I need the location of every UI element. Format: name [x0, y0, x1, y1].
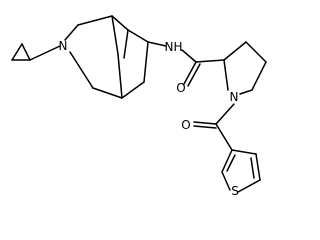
bond-cage-7 — [92, 87, 123, 99]
bond-thiophene-2 — [255, 153, 261, 181]
bond-carbonyl-alpha — [195, 59, 225, 63]
bond-n-acyl — [215, 103, 235, 125]
bond-cage-2 — [77, 15, 113, 26]
atom-s-thiophene: S — [231, 184, 239, 198]
bond-pyrrolidine-4 — [239, 89, 253, 95]
bond-acyl-o-2 — [193, 125, 217, 129]
bond-pyrrolidine-3 — [251, 61, 267, 91]
bond-pyrrolidine-2 — [245, 41, 267, 63]
bond-thiophene-4 — [221, 171, 231, 191]
bond-pyrrolidine-5 — [223, 59, 229, 91]
bond-cage-4 — [127, 29, 149, 43]
bond-thiophene-1 — [231, 149, 257, 155]
bond-acyl-o-1 — [193, 121, 217, 125]
bond-pyrrolidine-1 — [223, 41, 247, 61]
atom-o-ketone: O — [181, 118, 190, 132]
bond-cyclopropyl-3 — [21, 43, 31, 61]
bond-thiophene-5 — [221, 149, 233, 173]
bond-cage-5 — [143, 41, 149, 83]
atom-o-amide: O — [176, 81, 185, 95]
bond-cage-nh — [147, 41, 167, 47]
bond-cage-3 — [111, 15, 129, 31]
bond-nh-carbonyl — [181, 49, 197, 63]
bond-carbonyl-o-1 — [183, 61, 197, 85]
bond-thiophene-5b — [226, 154, 236, 172]
bond-carbonyl-o-2 — [187, 63, 201, 87]
bond-cage-11 — [123, 29, 129, 59]
atom-n-amide: N — [165, 40, 174, 54]
bond-cage-1 — [64, 24, 79, 41]
molecule-structure: N N H O N O S — [11, 15, 267, 198]
bond-cage-10 — [117, 53, 123, 99]
atom-n-ring: N — [59, 39, 68, 53]
bond-cyclopropyl-2 — [11, 43, 23, 61]
bond-cage-6 — [121, 81, 145, 99]
bond-thiophene-3 — [237, 179, 261, 193]
atom-n-amide-h: H — [173, 40, 182, 54]
bond-thiophene-2b — [250, 157, 255, 179]
bond-cage-9 — [111, 15, 119, 55]
bond-acyl-thiophene — [215, 123, 233, 151]
bond-cyclopropyl-n — [29, 45, 61, 61]
bond-cage-8 — [69, 51, 94, 89]
atom-n-pyrrolidine: N — [230, 90, 239, 104]
